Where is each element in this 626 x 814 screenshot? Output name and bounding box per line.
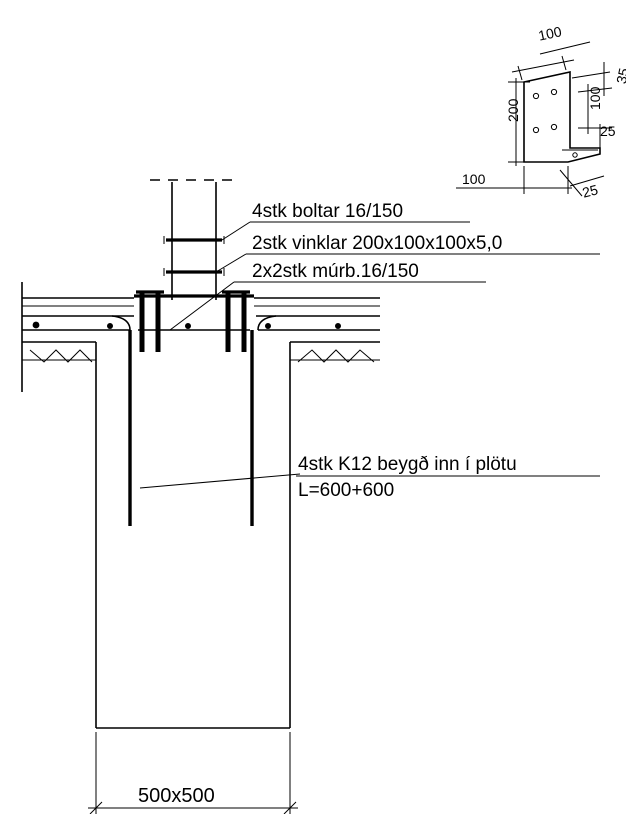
rebar-hook <box>257 315 277 331</box>
steel-column <box>150 179 236 300</box>
label-bolts: 4stk boltar 16/150 <box>252 201 403 222</box>
dim-top-width: 100 <box>537 23 563 44</box>
dim-tick <box>517 65 523 81</box>
column-dimension <box>88 732 298 814</box>
bolt-hole <box>532 126 540 134</box>
leader-angles <box>215 253 247 273</box>
dim-bottom-width: 100 <box>462 171 486 187</box>
dim-tick <box>283 801 297 814</box>
insulation-zigzag <box>297 349 375 363</box>
label-column-size: 500x500 <box>138 785 215 807</box>
dim-tick <box>561 55 567 71</box>
rebar-dot <box>335 323 341 329</box>
bolt-hole <box>550 88 558 96</box>
dim-leader <box>539 41 591 55</box>
bolt-hole <box>550 123 558 131</box>
bracket-plate <box>523 71 601 163</box>
floor-slab <box>21 282 380 392</box>
dim-height: 200 <box>505 98 521 122</box>
label-anchors: 2x2stk múrb.16/150 <box>252 261 419 282</box>
dim-ext <box>577 87 613 93</box>
leader-anchors <box>169 281 235 331</box>
dim-line-25b <box>569 175 605 187</box>
leader-rebar <box>139 473 301 489</box>
dim-leader <box>559 169 583 197</box>
label-rebar-line1: 4stk K12 beygð inn í plötu <box>298 454 517 475</box>
label-rebar-line2: L=600+600 <box>298 480 394 501</box>
base-connection <box>134 290 254 352</box>
bolt-hole <box>572 152 578 158</box>
leaders <box>139 221 600 489</box>
rebar-hook <box>111 315 131 331</box>
rebar-dot <box>107 323 113 329</box>
rebar-dot <box>32 321 40 329</box>
label-angles: 2stk vinklar 200x100x100x5,0 <box>252 233 502 254</box>
rebar-dot <box>265 323 271 329</box>
bolt-hole <box>532 92 540 100</box>
dim-bottom-right: 25 <box>581 181 600 200</box>
concrete-column <box>95 330 291 729</box>
dim-hole-spacing: 100 <box>587 86 603 110</box>
leader-bolts <box>221 221 251 241</box>
insulation-zigzag <box>29 349 93 363</box>
rebar-dot <box>185 323 191 329</box>
dim-right-lower: 25 <box>600 123 616 139</box>
angle-bracket-detail: 100 35 100 25 200 100 25 <box>456 23 626 201</box>
dim-tick <box>89 801 103 814</box>
dim-top-right: 35 <box>613 66 626 85</box>
